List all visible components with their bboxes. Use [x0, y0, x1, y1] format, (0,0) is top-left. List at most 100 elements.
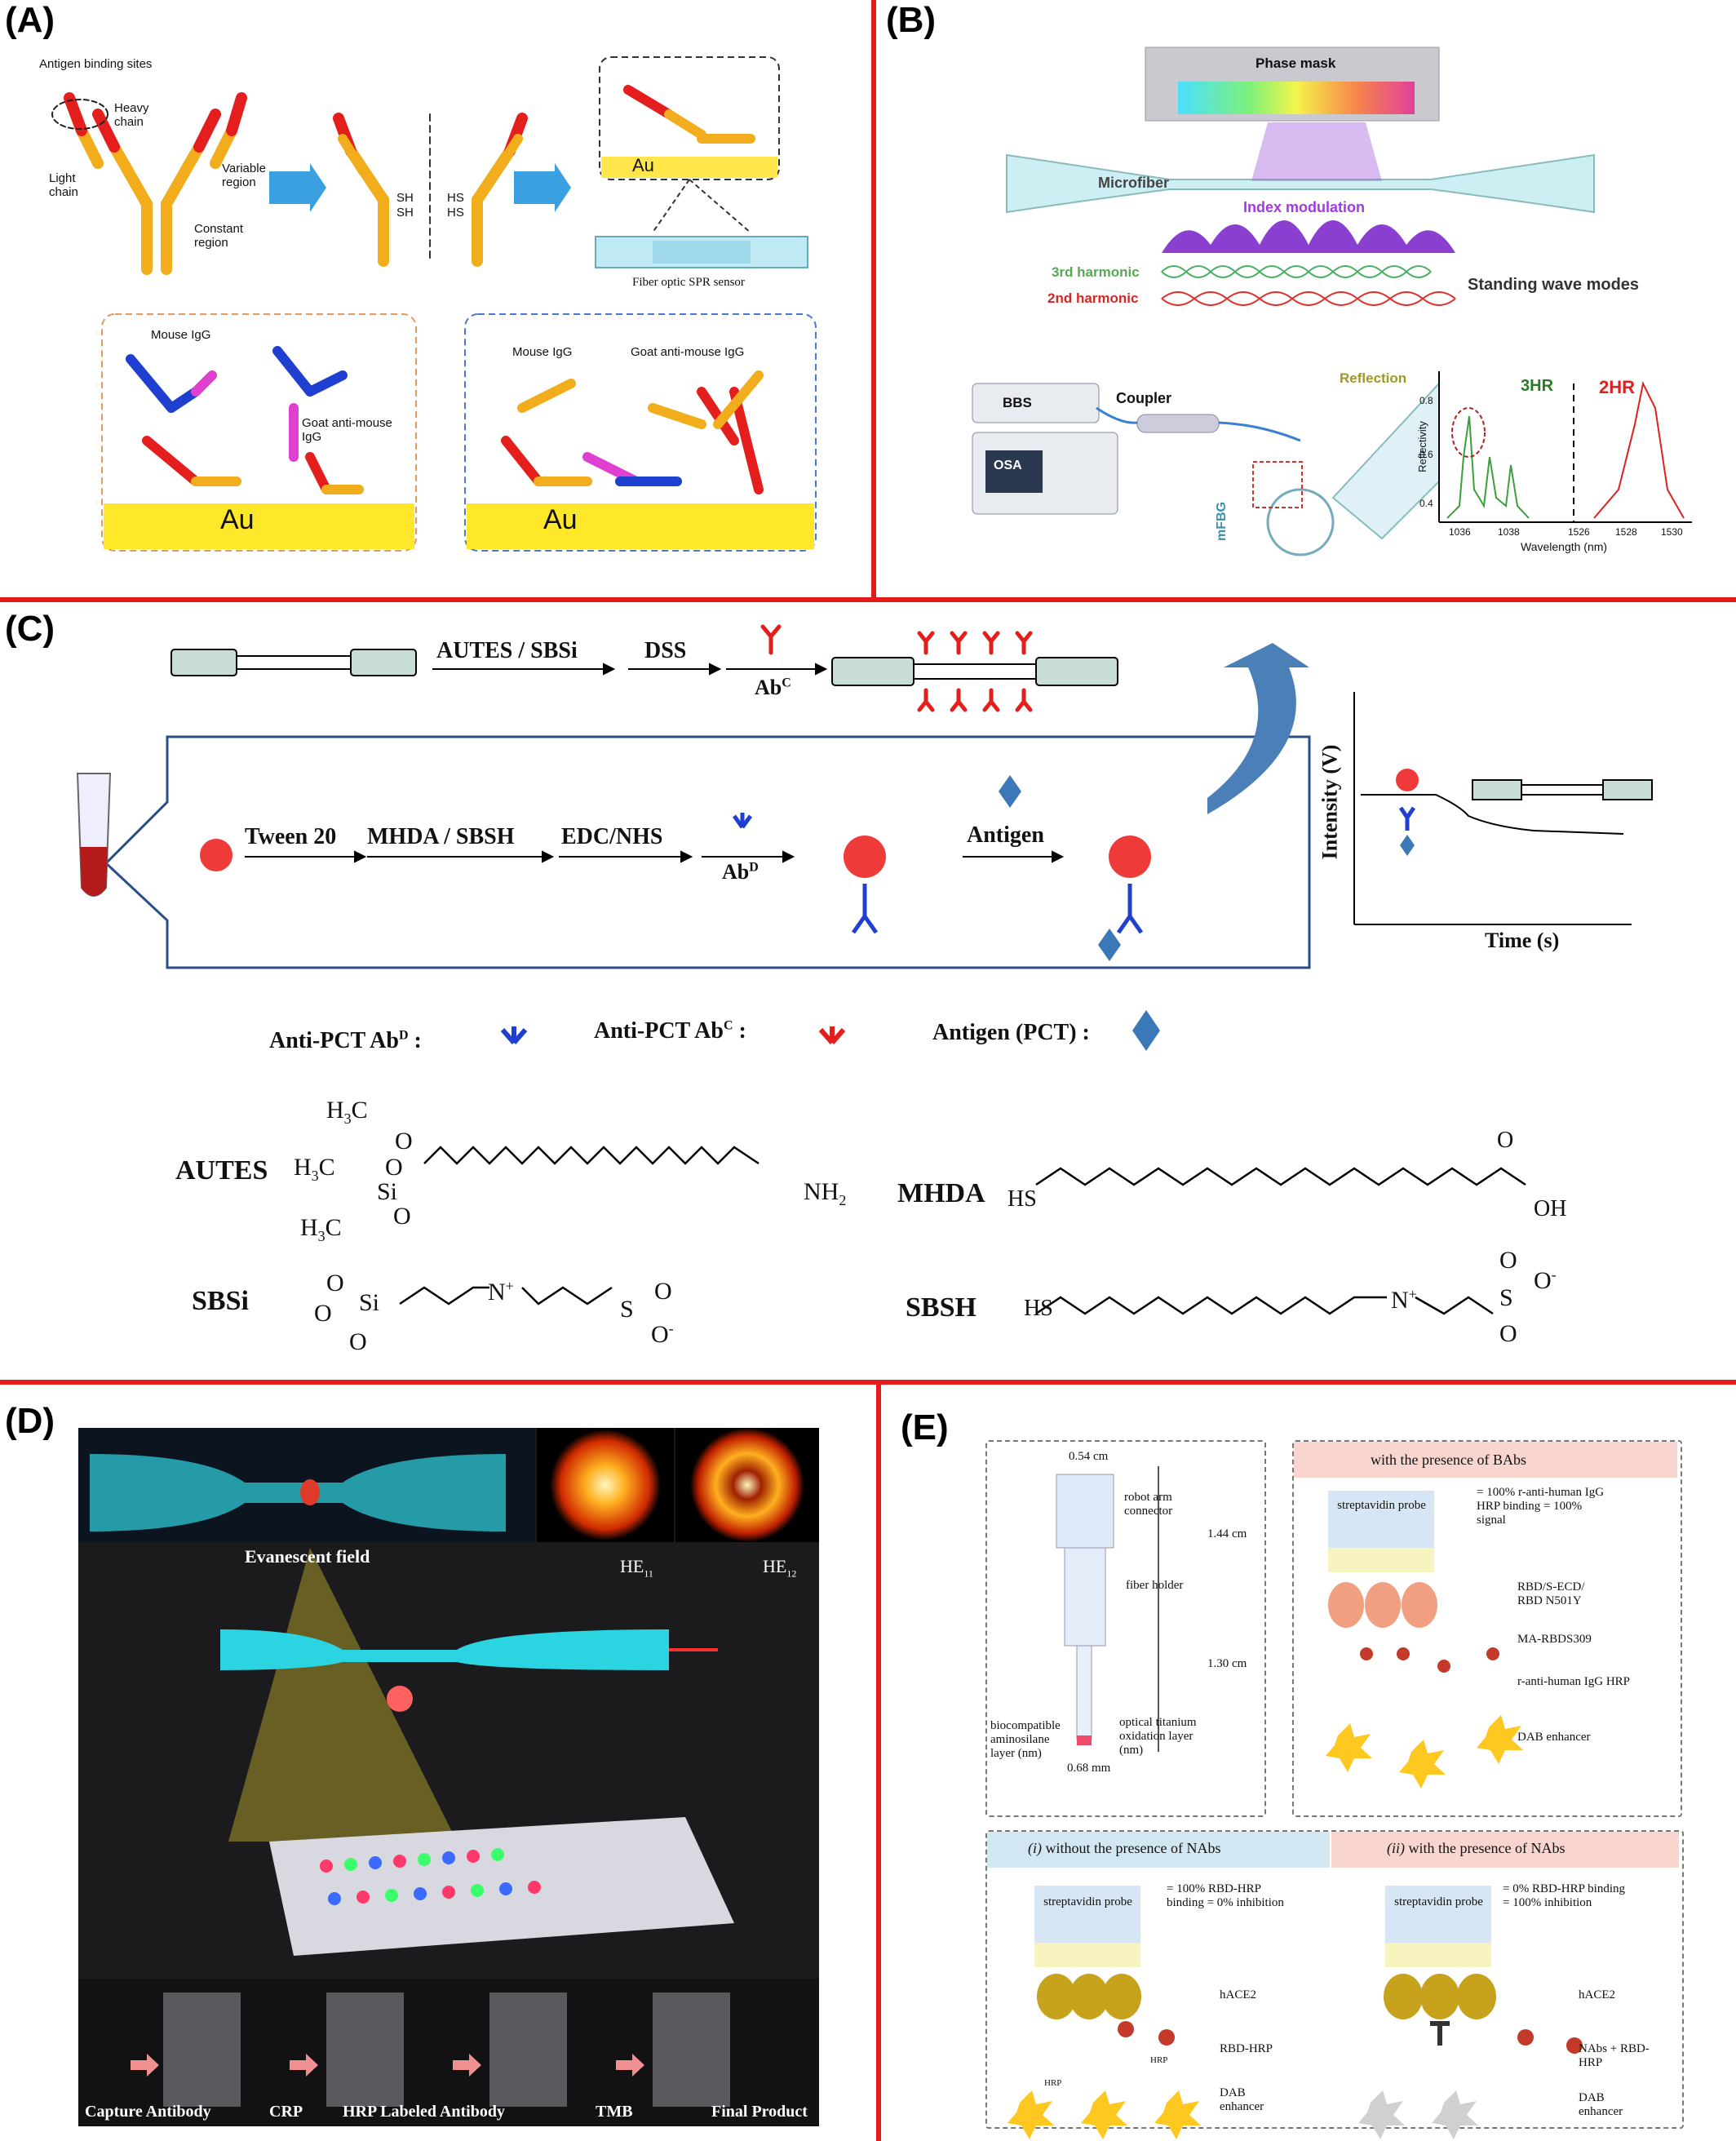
step-final-product: Final Product	[711, 2103, 808, 2121]
he11-label: HE11	[620, 1556, 653, 1580]
babs-header	[1294, 1442, 1677, 1478]
mhda-oh: OH	[1534, 1196, 1567, 1221]
phase-mask-label: Phase mask	[1256, 55, 1336, 71]
constant-region-label: Constant region	[194, 222, 244, 250]
panel-label-e: (E)	[901, 1407, 949, 1447]
divider-vertical-top	[871, 0, 876, 600]
sbsi-n: N+	[488, 1278, 514, 1305]
autes-h3c-mid: H3C	[294, 1154, 335, 1184]
sbsi-s: S	[620, 1296, 634, 1323]
sbsh-n: N+	[1391, 1286, 1417, 1314]
autes-o-2: O	[385, 1154, 403, 1181]
panel-a-illustration	[51, 56, 817, 552]
with-nabs-title: (ii) with the presence of NAbs	[1387, 1840, 1566, 1856]
heavy-chain-label: Heavy chain	[114, 101, 149, 129]
hs-label-1: HS	[447, 191, 464, 205]
au-inset-label: Au	[632, 155, 654, 175]
step-crp: CRP	[269, 2103, 303, 2121]
mhda-o: O	[1497, 1128, 1514, 1153]
mouse-igg-right-label: Mouse IgG	[512, 345, 573, 359]
well-plate-icon	[320, 1848, 541, 1905]
panel-c: (C)	[0, 602, 1736, 1380]
goat-anti-right-label: Goat anti-mouse IgG	[631, 345, 745, 359]
fiber-holder-label: fiber holder	[1126, 1579, 1184, 1592]
step-edc-nhs: EDC/NHS	[561, 824, 663, 849]
sh-label-2: SH	[396, 206, 414, 219]
panel-label-d: (D)	[5, 1401, 55, 1441]
panel-b-illustration	[972, 47, 1692, 556]
bio-layer-label: biocompatible aminosilane layer (nm)	[990, 1719, 1061, 1760]
step-tmb: TMB	[596, 2103, 633, 2121]
third-harmonic-label: 3rd harmonic	[1052, 264, 1140, 280]
mouse-igg-left-label: Mouse IgG	[151, 328, 211, 342]
index-modulation-label: Index modulation	[1243, 199, 1366, 215]
legend-anti-pct-abd: Anti-PCT AbD :	[269, 1028, 422, 1053]
antibody-structure-icon	[51, 92, 247, 275]
second-harmonic-label: 2nd harmonic	[1047, 290, 1139, 306]
ytick-2: 0.4	[1419, 498, 1433, 509]
osa-label: OSA	[994, 459, 1022, 472]
variable-region-label: Variable region	[222, 162, 266, 189]
mhda-hs: HS	[1008, 1186, 1037, 1212]
panel-d: (D) Evanescent field HE11 HE12 Capture A…	[0, 1385, 876, 2141]
reflection-label: Reflection	[1340, 370, 1407, 386]
autes-o-1: O	[395, 1128, 413, 1155]
step-dss: DSS	[644, 638, 687, 663]
standing-wave-label: Standing wave modes	[1468, 276, 1640, 294]
sbsi-name: SBSi	[192, 1286, 249, 1316]
panel-e: (E) 0.54 cm robot arm connector fiber ho…	[881, 1385, 1736, 2141]
time-axis-label: Time (s)	[1485, 929, 1560, 952]
panel-label-b: (B)	[886, 0, 937, 40]
divider-horizontal-2	[0, 1380, 1736, 1385]
panel-label-c: (C)	[5, 609, 55, 649]
hr3-label: 3HR	[1521, 377, 1554, 395]
probe-label-2: streptavidin probe	[1043, 1895, 1132, 1908]
autes-name: AUTES	[175, 1155, 268, 1186]
rbd-label: RBD/S-ECD/ RBD N501Y	[1517, 1580, 1585, 1607]
ytick-1: 0.6	[1419, 449, 1433, 460]
sbsh-name: SBSH	[906, 1292, 976, 1323]
step-mhda-sbsh: MHDA / SBSH	[367, 824, 515, 849]
bbs-label: BBS	[1003, 395, 1032, 410]
mhda-name: MHDA	[897, 1178, 985, 1208]
hace2-label-1: hACE2	[1220, 1988, 1256, 2001]
xtick-1: 1038	[1498, 526, 1520, 538]
sbsh-o-1: O	[1499, 1247, 1517, 1274]
babs-note: = 100% r-anti-human IgG HRP binding = 10…	[1477, 1486, 1605, 1527]
note-ii: = 0% RBD-HRP binding = 100% inhibition	[1503, 1882, 1625, 1909]
streptavidin-probe-icon	[1034, 1491, 1491, 1967]
he12-label: HE12	[763, 1556, 797, 1580]
arrow-icon-2	[514, 163, 571, 212]
step-autes-sbsi: AUTES / SBSi	[436, 638, 578, 663]
antigen-binding-sites-label: Antigen binding sites	[39, 57, 153, 71]
dab-enhancer-label-2: DAB enhancer	[1220, 2086, 1264, 2113]
xtick-0: 1036	[1449, 526, 1471, 538]
panel-d-illustration	[78, 1428, 819, 2126]
microfiber-label: Microfiber	[1098, 175, 1170, 191]
note-i: = 100% RBD-HRP binding = 0% inhibition	[1167, 1882, 1284, 1909]
panel-e-illustration	[1008, 1466, 1583, 2139]
sbsi-o-1: O	[326, 1270, 344, 1297]
autes-h3c-top: H3C	[326, 1097, 368, 1127]
step-hrp-labeled-antibody: HRP Labeled Antibody	[343, 2103, 505, 2121]
hrp-label-1: HRP	[1044, 2078, 1062, 2088]
sbsh-o-3: O	[1499, 1320, 1517, 1347]
probe-schematic-box	[985, 1440, 1266, 1817]
dim-130-label: 1.30 cm	[1207, 1657, 1247, 1670]
wavelength-axis-label: Wavelength (nm)	[1521, 540, 1608, 553]
ma-rbds309-label: MA-RBDS309	[1517, 1633, 1592, 1646]
dim-068-label: 0.68 mm	[1067, 1762, 1111, 1775]
step-tween-20: Tween 20	[245, 824, 337, 849]
nabs-box	[985, 1830, 1684, 2129]
sbsi-o-3: O	[349, 1328, 367, 1355]
panel-a: (A)	[0, 0, 871, 597]
rbd-hrp-label: RBD-HRP	[1220, 2042, 1273, 2055]
fiber-sensor-caption: Fiber optic SPR sensor	[632, 276, 745, 289]
abd-label: AbD	[722, 860, 759, 884]
babs-box	[1292, 1440, 1682, 1817]
step-capture-antibody: Capture Antibody	[85, 2103, 211, 2121]
dab-enhancer-label-1: DAB enhancer	[1517, 1731, 1591, 1744]
abc-label: AbC	[755, 676, 791, 699]
dim-054-label: 0.54 cm	[1069, 1450, 1109, 1463]
xtick-3: 1528	[1615, 526, 1637, 538]
